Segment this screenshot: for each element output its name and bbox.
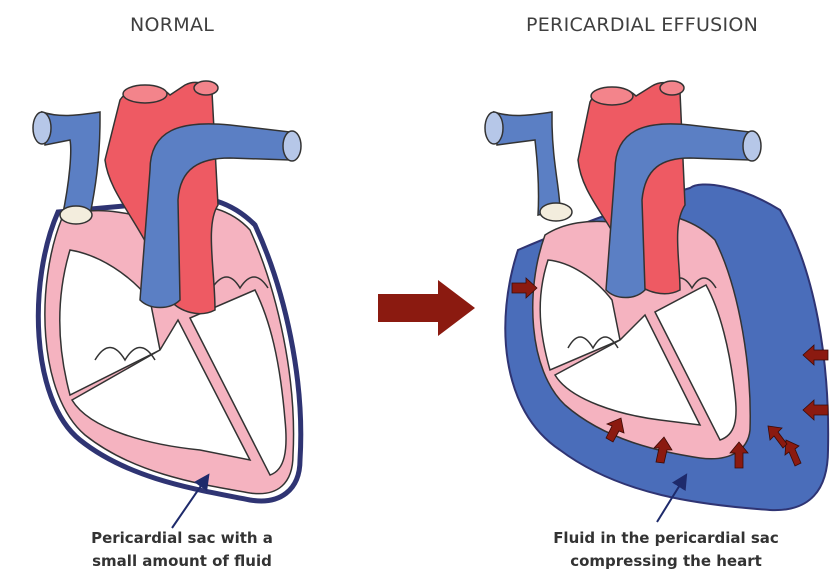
effusion-heart [485, 81, 828, 522]
effusion-caption: Fluid in the pericardial sac compressing… [548, 527, 784, 573]
normal-caption-line-2: small amount of fluid [62, 550, 302, 573]
effusion-caption-line-1: Fluid in the pericardial sac [548, 527, 784, 550]
normal-caption-line-1: Pericardial sac with a [62, 527, 302, 550]
normal-heart [33, 81, 301, 528]
effusion-caption-line-2: compressing the heart [548, 550, 784, 573]
transition-arrow [378, 280, 475, 336]
normal-caption: Pericardial sac with a small amount of f… [62, 527, 302, 573]
vena-cava-effusion [494, 112, 560, 215]
